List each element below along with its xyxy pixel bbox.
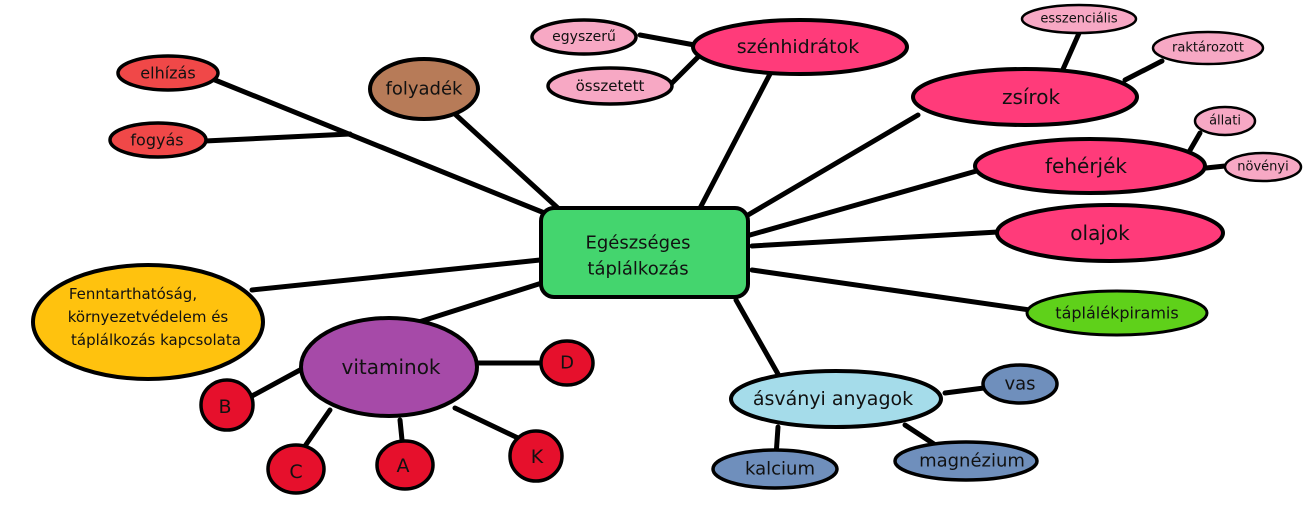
label-fenntarthatosag-line2: környezetvédelem és <box>68 308 229 326</box>
label-vas: vas <box>1004 374 1035 395</box>
connector-vitaminok-k <box>452 405 521 441</box>
label-vit-b: B <box>218 396 231 418</box>
label-raktarozott: raktározott <box>1172 41 1244 56</box>
connector-fogyas-branch <box>202 131 353 144</box>
node-vas[interactable] <box>981 363 1059 405</box>
label-novenyi: növényi <box>1237 160 1288 175</box>
connector-zsirok-esszencialis <box>1057 28 1083 79</box>
label-egyszeru: egyszerű <box>552 29 616 45</box>
connector-center-szenhidratok <box>695 71 773 215</box>
node-vit-k[interactable] <box>508 429 564 483</box>
label-vit-d: D <box>560 353 574 374</box>
label-magnezium: magnézium <box>919 451 1025 472</box>
node-novenyi[interactable] <box>1223 151 1303 183</box>
node-szenhidratok[interactable] <box>691 18 909 76</box>
node-asvanyi[interactable] <box>729 369 943 429</box>
connector-center-fenntarthatosag <box>249 257 543 293</box>
label-asvanyi: ásványi anyagok <box>753 388 913 410</box>
label-taplalekpiramis: táplálékpiramis <box>1055 304 1178 323</box>
node-vit-c[interactable] <box>266 443 326 495</box>
connector-asvanyi-vas <box>942 385 987 396</box>
label-fenntarthatosag-line3: táplálkozás kapcsolata <box>71 331 241 349</box>
connector-center-feherjek <box>747 167 983 238</box>
node-taplalekpiramis[interactable] <box>1025 289 1209 337</box>
node-magnezium[interactable] <box>893 440 1039 482</box>
connector-zsirok-raktarozott <box>1122 58 1165 83</box>
center-label-line2: táplálkozás <box>587 259 688 280</box>
label-vit-c: C <box>289 461 302 483</box>
label-folyadek: folyadék <box>386 79 464 100</box>
node-vitaminok[interactable] <box>299 316 479 418</box>
node-olajok[interactable] <box>995 203 1225 263</box>
connector-center-taplalekpiramis <box>749 267 1033 313</box>
center-label-line1: Egészséges <box>585 233 690 254</box>
label-fogyas: fogyás <box>130 131 183 150</box>
node-osszetett[interactable] <box>546 66 674 106</box>
node-zsirok[interactable] <box>911 67 1139 127</box>
label-vit-a: A <box>397 455 410 477</box>
label-vitaminok: vitaminok <box>341 355 440 379</box>
connector-center-asvanyi <box>733 297 781 377</box>
connector-center-folyadek <box>453 112 563 213</box>
label-szenhidratok: szénhidrátok <box>737 36 860 58</box>
node-vit-d[interactable] <box>539 339 595 387</box>
node-esszencialis[interactable] <box>1020 3 1138 35</box>
connector-feherjek-novenyi <box>1203 163 1228 171</box>
connector-feherjek-allati <box>1186 130 1203 155</box>
node-folyadek[interactable] <box>368 57 480 121</box>
node-raktarozott[interactable] <box>1151 30 1265 66</box>
center-node[interactable]: Egészséges táplálkozás <box>539 206 750 299</box>
label-fenntarthatosag-line1: Fenntarthatóság, <box>69 285 197 303</box>
label-vit-k: K <box>531 446 544 468</box>
label-zsirok: zsírok <box>1002 85 1060 109</box>
node-fogyas[interactable] <box>108 121 208 159</box>
node-elhizas[interactable] <box>116 54 220 92</box>
label-allati: állati <box>1209 114 1241 129</box>
label-elhizas: elhízás <box>140 64 195 83</box>
node-fenntarthatosag[interactable] <box>31 263 265 381</box>
node-allati[interactable] <box>1193 105 1257 137</box>
connector-center-elhizas <box>212 77 550 217</box>
center-box[interactable] <box>539 206 750 299</box>
connector-szenhidratok-osszetett <box>665 52 703 90</box>
label-feherjek: fehérjék <box>1045 154 1127 178</box>
label-olajok: olajok <box>1070 221 1130 245</box>
label-esszencialis: esszenciális <box>1040 12 1118 27</box>
connector-center-olajok <box>749 229 1001 249</box>
connector-vitaminok-c <box>302 407 333 449</box>
node-vit-b[interactable] <box>199 378 255 432</box>
label-kalcium: kalcium <box>745 459 815 480</box>
node-feherjek[interactable] <box>973 137 1207 195</box>
label-osszetett: összetett <box>576 77 645 95</box>
connector-vitaminok-a <box>397 417 405 443</box>
connector-vitaminok-b <box>249 367 303 399</box>
node-egyszeru[interactable] <box>530 18 638 56</box>
connector-szenhidratok-egyszeru <box>637 32 703 49</box>
node-vit-a[interactable] <box>375 439 435 491</box>
connector-center-zsirok <box>745 112 921 218</box>
node-kalcium[interactable] <box>711 448 839 490</box>
